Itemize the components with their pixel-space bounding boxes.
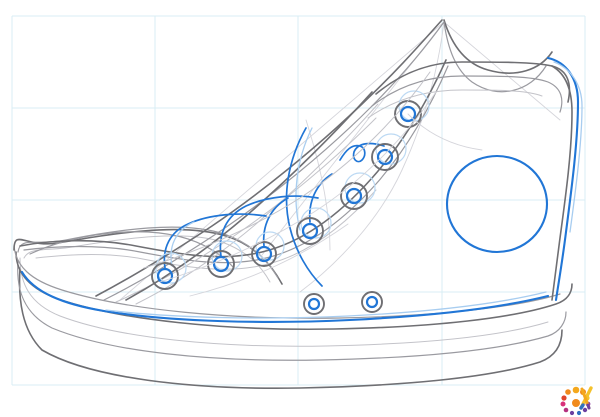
lace-knot-loop	[339, 142, 385, 163]
sole-vent-8	[303, 293, 325, 315]
vamp-seam-main	[95, 19, 443, 297]
eyelet-6	[371, 133, 407, 171]
foxing-stripe-group	[20, 270, 550, 323]
outsole-group	[13, 245, 573, 390]
construction-lines	[119, 21, 561, 301]
logo-dot-10	[569, 410, 575, 416]
eyelet-2	[207, 240, 243, 278]
tongue-blue-curve-pale	[295, 127, 313, 231]
toe-cap-shadow	[23, 235, 271, 283]
logo-dot-8	[563, 407, 569, 413]
collar-lining	[367, 89, 543, 119]
tongue-edge	[125, 91, 373, 301]
foxing-stripe-blue	[20, 270, 550, 323]
logo-brushes	[579, 386, 593, 410]
eyelet-4	[296, 207, 332, 245]
toe-cap-crease	[29, 231, 235, 269]
upper-front-edge	[19, 59, 447, 258]
collar-top-inner	[371, 75, 563, 113]
upper-front-edge-2	[23, 65, 449, 264]
ankle-collar-group	[367, 56, 583, 302]
collar-top-outer	[375, 61, 571, 103]
construction-curve-2	[305, 119, 331, 251]
collar-front-wedge-2	[443, 21, 547, 93]
outsole-bottom-edge	[18, 267, 563, 390]
brush-1-tip	[579, 403, 585, 410]
brush-2-tip	[586, 403, 591, 410]
eyelet-5	[340, 172, 376, 210]
palette-and-brushes-logo	[560, 386, 593, 416]
logo-dot-3	[565, 389, 571, 395]
logo-dot-center	[572, 399, 580, 407]
logo-dot-1	[572, 386, 580, 394]
heel-patch-circle	[445, 154, 549, 254]
heel-patch-group	[445, 154, 549, 254]
vamp-seam-shadow	[103, 21, 445, 301]
grid-horizontal-lines	[12, 15, 585, 386]
guide-to-patch	[407, 113, 483, 151]
eyelet-3	[251, 231, 285, 267]
vamp-seam-light	[115, 117, 377, 303]
guide-upper-3	[189, 223, 349, 297]
construction-diagonal-1	[119, 21, 445, 301]
collar-front-wedge	[443, 19, 553, 74]
lace-segment-1	[163, 213, 267, 269]
logo-dot-11	[576, 410, 582, 416]
guide-upper-2	[159, 91, 437, 283]
logo-dot-9	[582, 407, 588, 413]
logo-dot-6	[560, 401, 566, 407]
lace-segment-4	[308, 173, 333, 223]
heel-back-blue-pale	[553, 61, 583, 233]
foxing-stripe-pale	[105, 291, 547, 319]
sole-vent-9	[361, 291, 383, 313]
lace-highlight-1	[170, 221, 195, 267]
construction-diagonal-2	[443, 21, 561, 121]
tongue-group	[125, 91, 379, 305]
guide-upper-1	[143, 71, 431, 269]
upper-front-edge-3	[35, 189, 377, 270]
outsole-midline	[17, 261, 567, 361]
guide-strokes	[143, 71, 483, 297]
heel-back-blue	[546, 56, 580, 302]
outsole-highlight	[19, 257, 549, 347]
construction-curve-1	[299, 21, 445, 293]
heel-back-pencil	[551, 65, 573, 301]
tongue-blue-curve	[285, 127, 323, 287]
logo-dot-4	[561, 395, 567, 401]
lace-segment-2	[219, 195, 319, 257]
outsole-top-edge-2	[13, 245, 561, 319]
